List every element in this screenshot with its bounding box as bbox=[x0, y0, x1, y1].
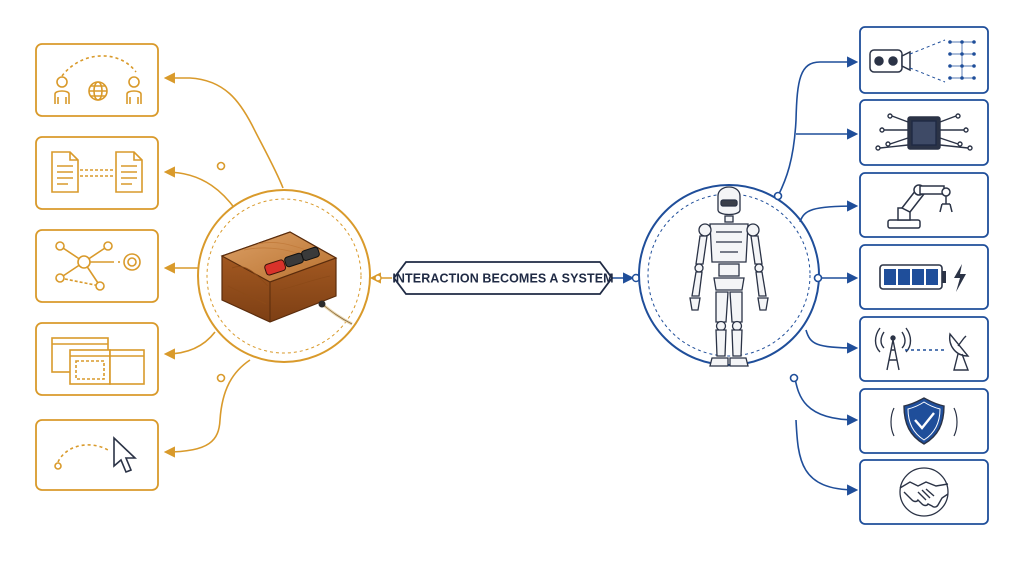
banner-label: INTERACTION BECOMES A SYSTEM bbox=[392, 272, 613, 286]
camera-vision-card bbox=[859, 26, 989, 94]
connector-right-5 bbox=[805, 329, 859, 354]
connector-right-3 bbox=[799, 200, 859, 223]
connector-left-4 bbox=[163, 331, 216, 360]
document-link-card bbox=[35, 136, 159, 210]
connector-right-1 bbox=[777, 56, 859, 197]
processor-chip-icon bbox=[875, 113, 973, 151]
wooden-mouse bbox=[197, 189, 371, 363]
shield-check-icon bbox=[890, 397, 958, 445]
robot-arm-card bbox=[859, 172, 989, 238]
people-network-card bbox=[35, 43, 159, 117]
people-globe-icon bbox=[54, 55, 142, 104]
connector-left-5 bbox=[163, 359, 251, 458]
documents-link-icon bbox=[51, 151, 143, 193]
battery-charging-icon bbox=[879, 264, 966, 292]
connector-left-2 bbox=[163, 166, 237, 211]
cursor-arrow-icon bbox=[54, 436, 137, 474]
left-panels bbox=[35, 43, 159, 491]
connector-right-7 bbox=[795, 419, 859, 496]
camera-vision-icon bbox=[869, 39, 976, 83]
red-key bbox=[264, 259, 287, 276]
connector-left-1 bbox=[163, 72, 284, 189]
banner: INTERACTION BECOMES A SYSTEM bbox=[392, 261, 614, 295]
node-graph-icon bbox=[55, 241, 141, 291]
dark-key-2 bbox=[301, 246, 320, 261]
signal-card bbox=[859, 316, 989, 382]
humanoid-robot-icon bbox=[689, 186, 769, 367]
center-connector bbox=[369, 272, 641, 284]
handshake-icon bbox=[899, 467, 949, 517]
humanoid-robot bbox=[638, 184, 820, 367]
wooden-mouse-icon bbox=[220, 231, 353, 326]
antenna-dish-icon bbox=[874, 327, 970, 371]
stacked-windows-icon bbox=[51, 337, 145, 385]
node-graph-card bbox=[35, 229, 159, 303]
connector-right-6 bbox=[793, 373, 859, 426]
pointer-card bbox=[35, 419, 159, 491]
right-connectors bbox=[773, 56, 859, 496]
robot-arm-icon bbox=[887, 184, 953, 229]
